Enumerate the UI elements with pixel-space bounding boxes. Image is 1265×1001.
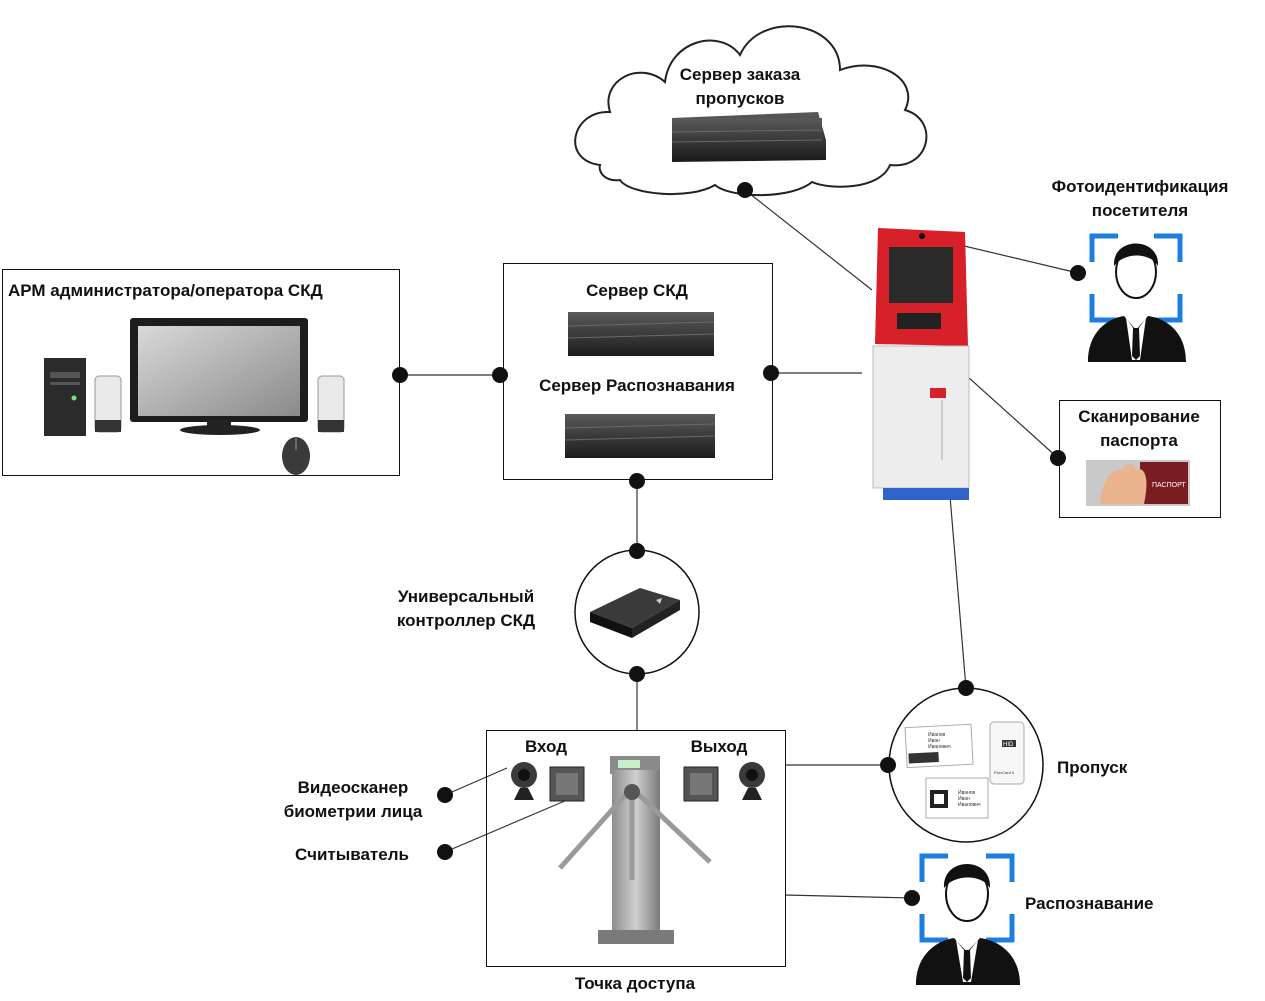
- pass-card-1-name-1: Иванов: [928, 732, 946, 738]
- passport-scan-box: [1059, 400, 1221, 518]
- kiosk-icon: [872, 228, 970, 500]
- pass-card-1-name-2: Иван: [928, 738, 940, 744]
- cloud-server-icon: [671, 112, 826, 162]
- hid-badge: HID: [1003, 742, 1014, 748]
- photo-id-label-line1: Фотоидентификация: [1051, 177, 1229, 196]
- pass-card-1-name-3: Иванович: [928, 744, 951, 750]
- skd-server-label: Сервер СКД: [586, 281, 688, 300]
- skd-server-icon: [567, 312, 715, 356]
- prox-text: ProxCard II: [994, 770, 1014, 775]
- access-point-title: Точка доступа: [574, 974, 696, 993]
- server-box: [503, 263, 773, 480]
- controller-label-line2: контроллер СКД: [396, 611, 536, 630]
- controller-label: Универсальный контроллер СКД: [368, 585, 564, 633]
- pass-node-top: [958, 680, 974, 696]
- pass-card-qr-icon: [925, 777, 989, 819]
- workstation-node: [392, 367, 408, 383]
- passport-node: [1050, 450, 1066, 466]
- server-node-bottom: [629, 473, 645, 489]
- entry-reader-icon: [549, 766, 585, 802]
- turnstile-icon: [558, 756, 712, 944]
- pass-card-2-name-1: Иванов: [958, 790, 976, 796]
- cloud-server-label-line2: пропусков: [695, 89, 785, 108]
- recognition-face-icon: [916, 853, 1020, 985]
- pass-card-2-name-2: Иван: [958, 796, 970, 802]
- cloud-node: [737, 182, 753, 198]
- server-node-right: [763, 365, 779, 381]
- pass-card-hid-icon: [989, 721, 1025, 785]
- cloud-server-label: Сервер заказа пропусков: [640, 63, 840, 111]
- recognition-server-icon: [564, 414, 716, 458]
- speaker-right-icon: [317, 375, 345, 433]
- controller-node-top: [629, 543, 645, 559]
- recognition-server-label: Сервер Распознавания: [539, 376, 735, 395]
- passport-scanner-icon: [1086, 460, 1190, 506]
- recognition-node: [904, 890, 920, 906]
- entry-camera-icon: [511, 762, 537, 800]
- controller-node-bottom: [629, 666, 645, 682]
- pass-card-2-name-3: Иванович: [958, 802, 981, 808]
- mouse-icon: [282, 437, 310, 475]
- reader-node: [437, 844, 453, 860]
- photo-id-node: [1070, 265, 1086, 281]
- photo-id-face-icon: [1088, 233, 1186, 362]
- photo-id-label: Фотоидентификация посетителя: [1020, 175, 1260, 223]
- pass-label: Пропуск: [1057, 758, 1128, 777]
- cloud-server-label-line1: Сервер заказа: [679, 65, 801, 84]
- entry-label: Вход: [524, 737, 568, 756]
- passport-scan-label-line1: Сканирование: [1078, 407, 1200, 426]
- workstation-title: АРМ администратора/оператора СКД: [8, 281, 323, 300]
- passport-word: ПАСПОРТ: [1152, 482, 1186, 489]
- face-scanner-label-line2: биометрии лица: [283, 802, 423, 821]
- pass-card-1-icon: [904, 723, 974, 769]
- exit-label: Выход: [690, 737, 748, 756]
- exit-camera-icon: [739, 762, 765, 800]
- face-scanner-label-line1: Видеосканер: [297, 778, 409, 797]
- passport-scan-label: Сканирование паспорта: [1059, 405, 1219, 453]
- face-scanner-label: Видеосканер биометрии лица: [260, 776, 446, 824]
- exit-reader-icon: [683, 766, 719, 802]
- controller-label-line1: Универсальный: [397, 587, 535, 606]
- controller-device-icon: [590, 588, 680, 638]
- monitor-icon: [130, 318, 308, 435]
- cloud-icon: [574, 25, 928, 197]
- speaker-left-icon: [94, 375, 122, 433]
- face-scanner-node: [437, 787, 453, 803]
- workstation-box: [2, 269, 400, 476]
- pc-tower-icon: [44, 358, 86, 436]
- server-node-left: [492, 367, 508, 383]
- passport-scan-label-line2: паспорта: [1100, 431, 1178, 450]
- reader-label: Считыватель: [295, 845, 409, 864]
- photo-id-label-line2: посетителя: [1091, 201, 1189, 220]
- access-point-box: [486, 730, 786, 967]
- pass-node-left: [880, 757, 896, 773]
- recognition-label: Распознавание: [1025, 894, 1154, 913]
